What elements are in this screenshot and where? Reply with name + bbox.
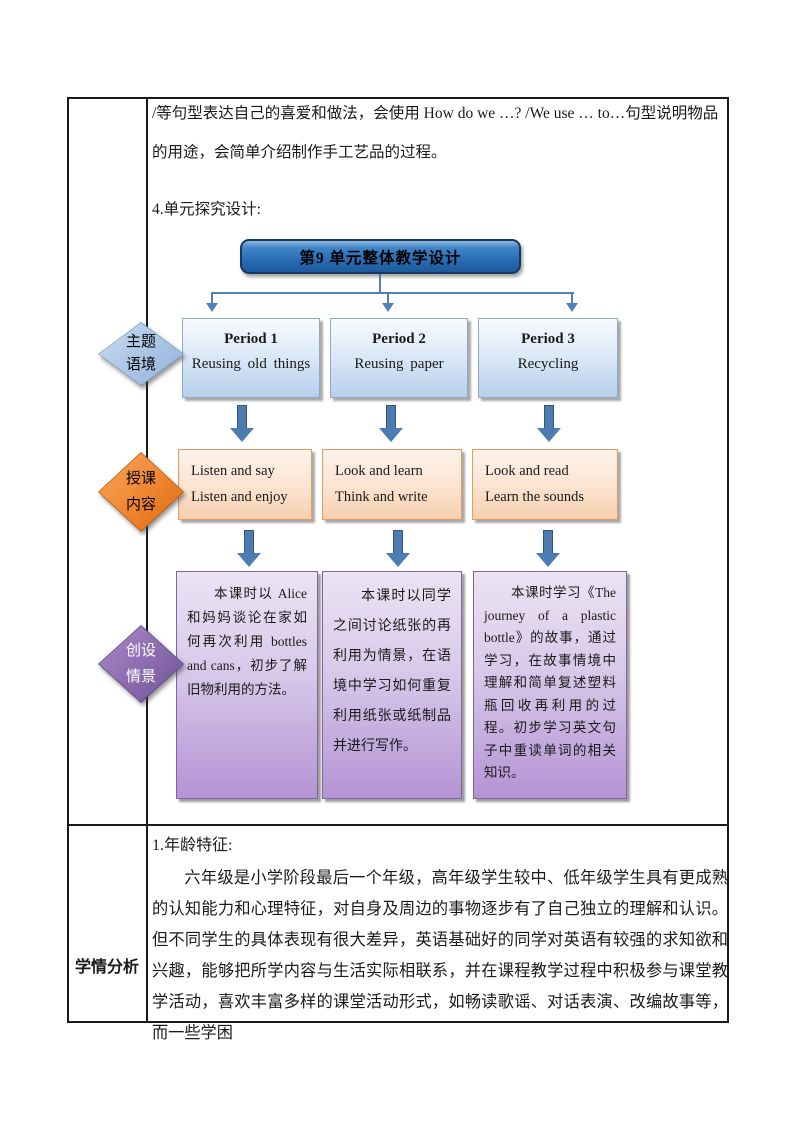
period-1-box: Period 1 Reusing old things bbox=[182, 318, 320, 398]
down-arrow-icon bbox=[379, 405, 403, 442]
down-arrow-icon bbox=[230, 405, 254, 442]
scenario-2-text: 本课时以同学之间讨论纸张的再利用为情景，在语境中学习如何重复利用纸张或纸制品并进… bbox=[333, 589, 451, 754]
period-2-subtitle: Reusing paper bbox=[354, 356, 444, 372]
lane-scenario-diamond: 创设 情景 bbox=[98, 625, 184, 703]
analysis-heading: 1.年龄特征: bbox=[152, 837, 233, 854]
content-1-line1: Listen and say bbox=[191, 463, 275, 479]
content-2-box: Look and learn Think and write bbox=[322, 449, 462, 520]
connector-horizontal bbox=[212, 292, 574, 294]
lane-1-label-line2: 语境 bbox=[125, 357, 156, 373]
diagram-title-box: 第9 单元整体教学设计 bbox=[240, 239, 521, 274]
period-1-subtitle: Reusing old things bbox=[191, 356, 311, 372]
lane-2-label-line1: 授课 bbox=[125, 471, 156, 487]
period-3-box: Period 3 Recycling bbox=[478, 318, 618, 398]
scenario-2-box: 本课时以同学之间讨论纸张的再利用为情景，在语境中学习如何重复利用纸张或纸制品并进… bbox=[322, 571, 462, 799]
lane-teaching-content-diamond: 授课 内容 bbox=[98, 452, 184, 532]
lane-1-label-line1: 主题 bbox=[125, 334, 156, 350]
content-1-box: Listen and say Listen and enjoy bbox=[178, 449, 312, 520]
content-2-line1: Look and learn bbox=[335, 463, 423, 479]
scenario-3-text: 本课时学习《The journey of a plastic bottle》的故… bbox=[484, 585, 616, 780]
analysis-row-header: 学情分析 bbox=[74, 959, 139, 976]
content-3-line2: Learn the sounds bbox=[485, 489, 585, 505]
content-3-box: Look and read Learn the sounds bbox=[472, 449, 618, 520]
down-arrow-icon bbox=[386, 530, 410, 567]
arrow-head-left-icon bbox=[206, 303, 218, 312]
period-3-subtitle: Recycling bbox=[517, 356, 579, 372]
table-row-divider bbox=[69, 824, 727, 826]
down-arrow-icon bbox=[237, 530, 261, 567]
period-1-title: Period 1 bbox=[224, 331, 278, 347]
connector-drop-center bbox=[387, 292, 389, 304]
analysis-cell: 1.年龄特征: 六年级是小学阶段最后一个年级，高年级学生较中、低年级学生具有更成… bbox=[152, 829, 728, 1049]
scenario-1-text: 本课时以 Alice 和妈妈谈论在家如何再次利用 bottles and can… bbox=[187, 586, 307, 697]
lane-2-label-line2: 内容 bbox=[125, 497, 156, 513]
lane-3-label-line2: 情景 bbox=[125, 669, 156, 685]
diagram-title: 第9 单元整体教学设计 bbox=[299, 249, 462, 267]
content-3-line1: Look and read bbox=[485, 463, 569, 479]
down-arrow-icon bbox=[537, 405, 561, 442]
connector-drop-left bbox=[211, 292, 213, 304]
intro-text: /等句型表达自己的喜爱和做法，会使用 How do we …? /We use … bbox=[152, 105, 719, 161]
table-border bbox=[67, 97, 729, 1023]
connector-vertical-top bbox=[379, 274, 381, 292]
period-2-title: Period 2 bbox=[372, 331, 426, 347]
scenario-1-box: 本课时以 Alice 和妈妈谈论在家如何再次利用 bottles and can… bbox=[176, 571, 318, 799]
content-1-line2: Listen and enjoy bbox=[191, 489, 288, 505]
section-label: 4.单元探究设计: bbox=[152, 201, 261, 218]
analysis-paragraph: 六年级是小学阶段最后一个年级，高年级学生较中、低年级学生具有更成熟的认知能力和心… bbox=[152, 869, 728, 1042]
arrow-head-right-icon bbox=[566, 303, 578, 312]
content-2-line2: Think and write bbox=[335, 489, 428, 505]
period-2-box: Period 2 Reusing paper bbox=[330, 318, 468, 398]
arrow-head-center-icon bbox=[382, 303, 394, 312]
down-arrow-icon bbox=[536, 530, 560, 567]
period-3-title: Period 3 bbox=[521, 331, 575, 347]
lane-3-label-line1: 创设 bbox=[125, 643, 156, 659]
connector-drop-right bbox=[571, 292, 573, 304]
table-column-divider bbox=[146, 99, 148, 1021]
scenario-3-box: 本课时学习《The journey of a plastic bottle》的故… bbox=[473, 571, 627, 799]
lane-theme-context-diamond: 主题 语境 bbox=[98, 322, 184, 386]
